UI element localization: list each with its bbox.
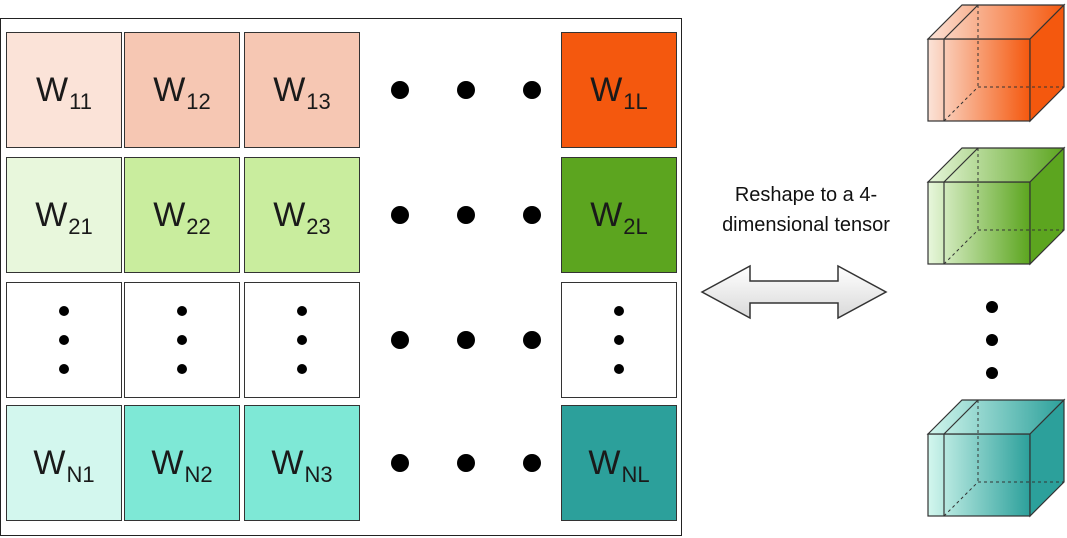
cell-base: W bbox=[588, 444, 621, 482]
cell-subscript: 1L bbox=[623, 89, 648, 114]
matrix-cell: WN3 bbox=[244, 405, 360, 521]
double-arrow-icon bbox=[700, 264, 888, 320]
cell-subscript: N2 bbox=[184, 462, 213, 487]
matrix-cell: W12 bbox=[124, 32, 240, 148]
tensor-cube bbox=[926, 146, 1066, 266]
vertical-ellipsis bbox=[59, 306, 69, 374]
matrix-cell-ellipsis bbox=[124, 282, 240, 398]
cell-base: W bbox=[36, 71, 69, 109]
cell-subscript: 11 bbox=[69, 89, 92, 114]
cell-subscript: N3 bbox=[304, 462, 333, 487]
cell-base: W bbox=[151, 444, 184, 482]
cell-subscript: N1 bbox=[66, 462, 95, 487]
caption-line: Reshape to a 4- bbox=[734, 184, 878, 206]
vertical-ellipsis bbox=[177, 306, 187, 374]
tensor-cube bbox=[926, 398, 1066, 518]
cell-subscript: 23 bbox=[306, 214, 331, 239]
cell-subscript: 12 bbox=[186, 89, 211, 114]
cell-base: W bbox=[273, 71, 306, 109]
cell-subscript: 13 bbox=[306, 89, 331, 114]
cell-base: W bbox=[153, 71, 186, 109]
cell-base: W bbox=[153, 196, 186, 234]
matrix-cell: W22 bbox=[124, 157, 240, 273]
weight-matrix-frame: W11 W12 W13 W1L W21 W22 W23 W2L WN1 WN2 … bbox=[0, 18, 682, 536]
cell-subscript: 2L bbox=[623, 214, 648, 239]
caption-line: dimensional tensor bbox=[722, 214, 890, 236]
horizontal-ellipsis bbox=[391, 330, 541, 350]
matrix-cell: W23 bbox=[244, 157, 360, 273]
cell-base: W bbox=[590, 71, 623, 109]
cell-subscript: 21 bbox=[68, 214, 93, 239]
matrix-cell: WN2 bbox=[124, 405, 240, 521]
matrix-cell-ellipsis bbox=[244, 282, 360, 398]
horizontal-ellipsis bbox=[391, 453, 541, 473]
matrix-cell: W13 bbox=[244, 32, 360, 148]
cell-base: W bbox=[35, 196, 68, 234]
vertical-ellipsis bbox=[614, 306, 624, 374]
cell-base: W bbox=[273, 196, 306, 234]
vertical-ellipsis bbox=[297, 306, 307, 374]
matrix-cell: WN1 bbox=[6, 405, 122, 521]
matrix-cell: WNL bbox=[561, 405, 677, 521]
vertical-ellipsis-dot bbox=[986, 301, 998, 313]
cell-subscript: NL bbox=[621, 462, 650, 487]
matrix-cell: W11 bbox=[6, 32, 122, 148]
tensor-cube bbox=[926, 3, 1066, 123]
matrix-cell-ellipsis bbox=[6, 282, 122, 398]
vertical-ellipsis-dot bbox=[986, 334, 998, 346]
horizontal-ellipsis bbox=[391, 205, 541, 225]
cell-base: W bbox=[33, 444, 66, 482]
cell-subscript: 22 bbox=[186, 214, 211, 239]
cell-base: W bbox=[271, 444, 304, 482]
reshape-caption: Reshape to a 4- dimensional tensor bbox=[700, 180, 912, 240]
horizontal-ellipsis bbox=[391, 80, 541, 100]
matrix-cell: W2L bbox=[561, 157, 677, 273]
matrix-cell: W1L bbox=[561, 32, 677, 148]
matrix-cell: W21 bbox=[6, 157, 122, 273]
vertical-ellipsis-dot bbox=[986, 367, 998, 379]
cell-base: W bbox=[590, 196, 623, 234]
matrix-cell-ellipsis bbox=[561, 282, 677, 398]
